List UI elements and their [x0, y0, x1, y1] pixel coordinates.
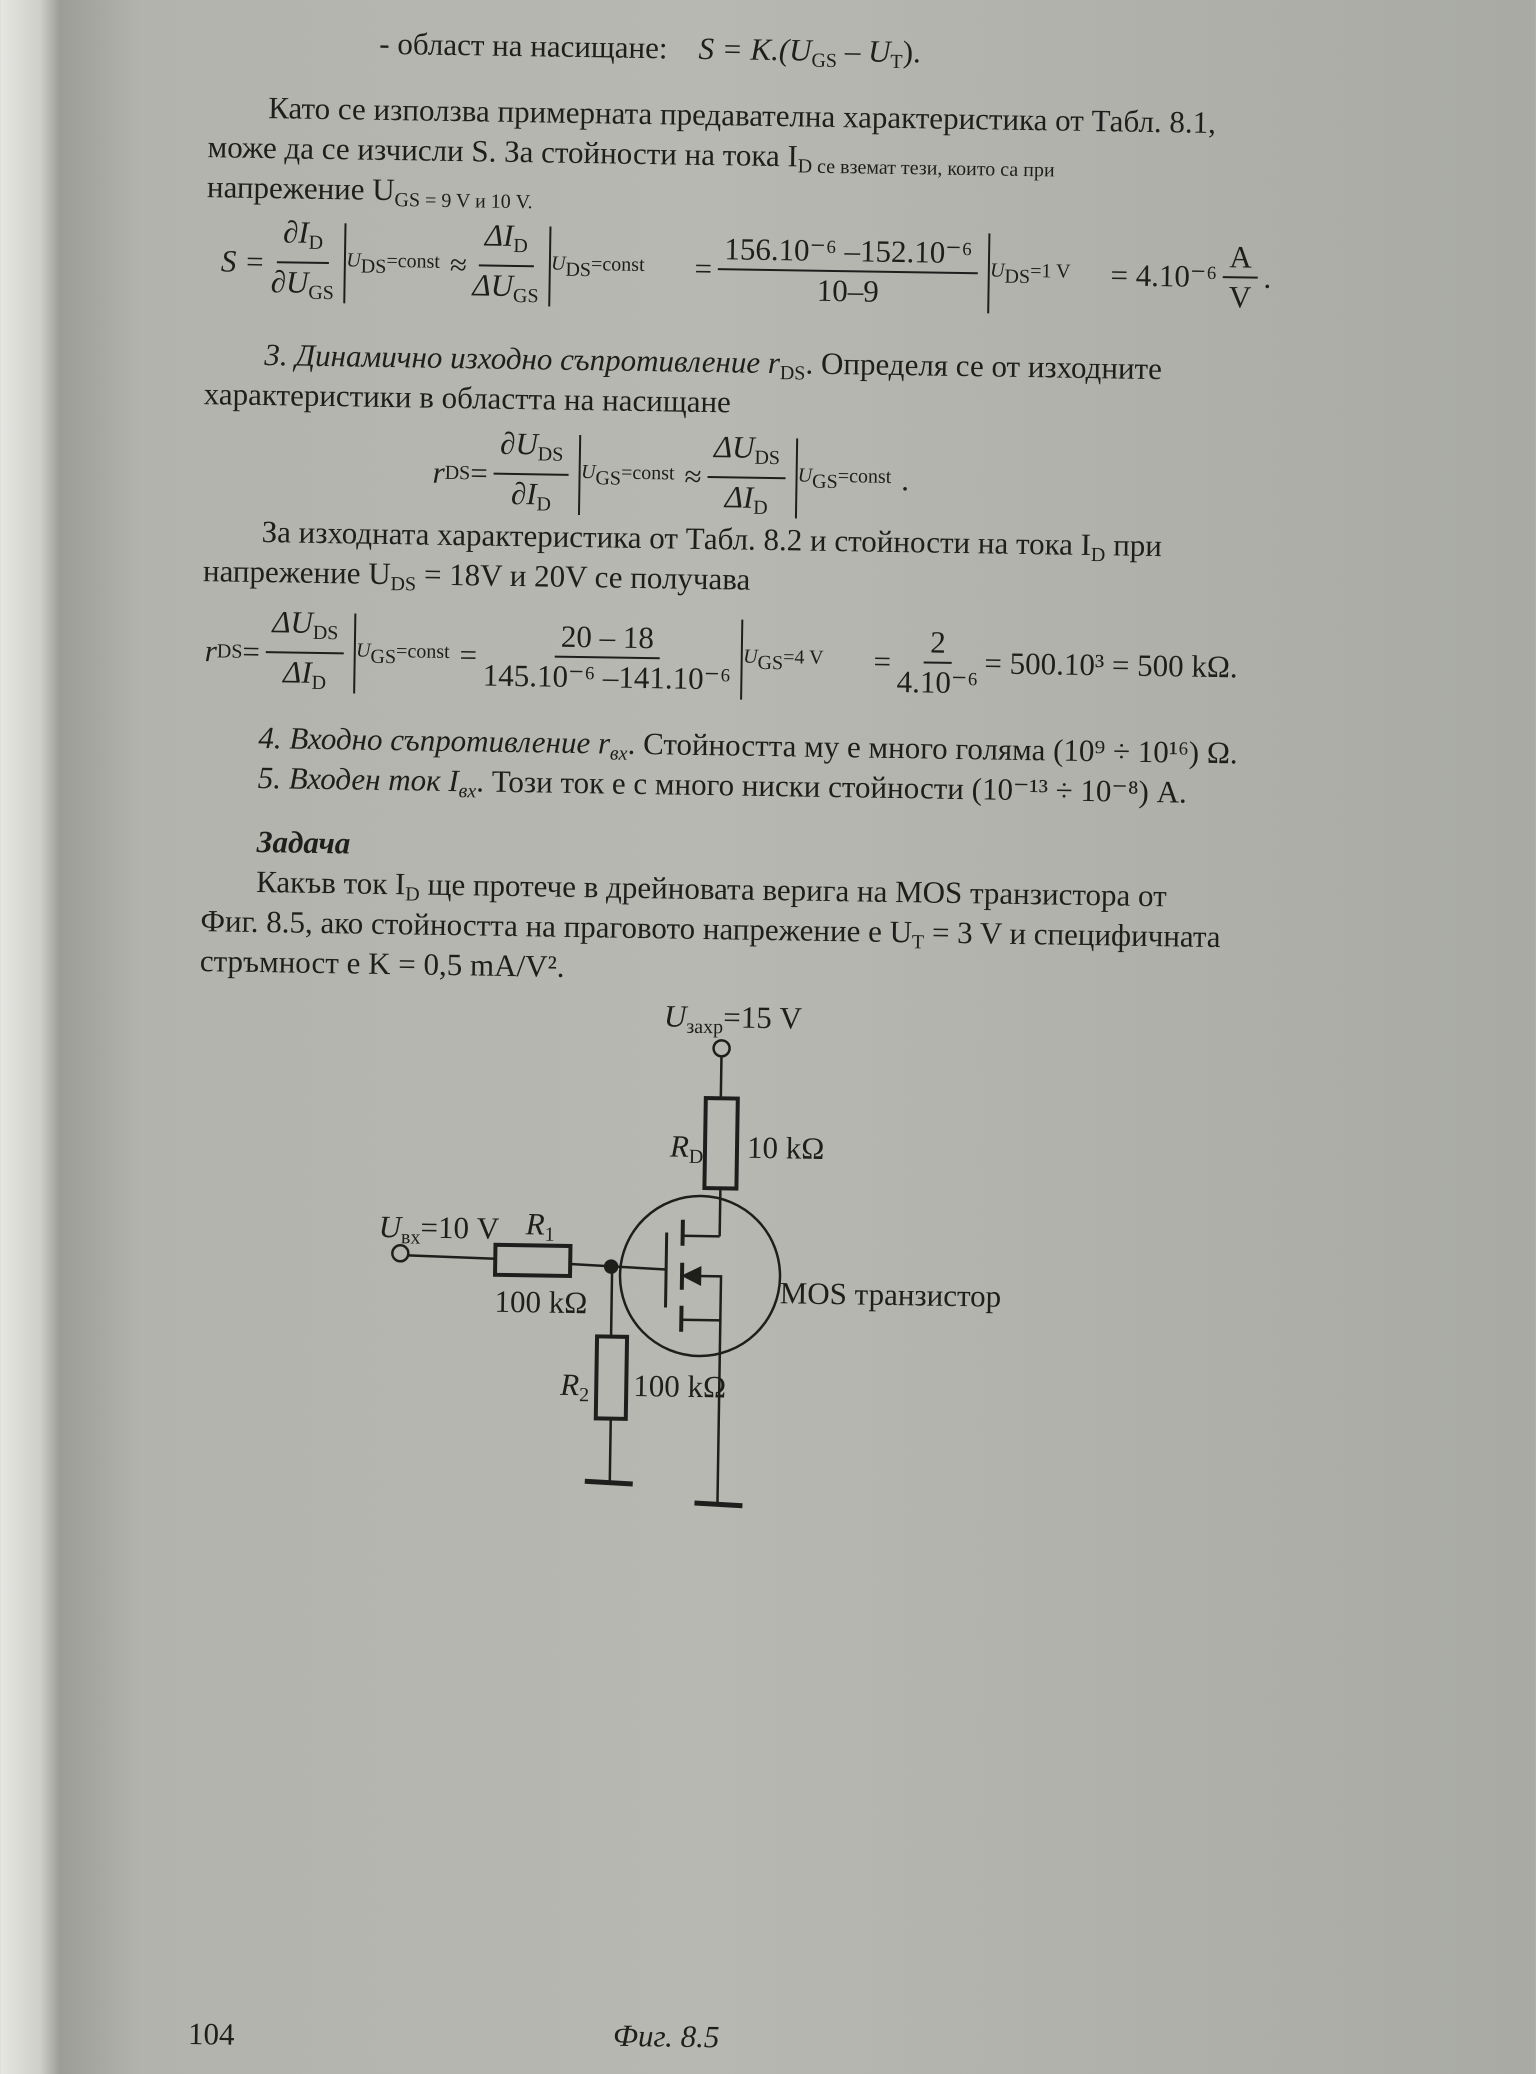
wire — [610, 1419, 611, 1482]
t: D — [689, 1146, 704, 1168]
wire — [611, 1269, 612, 1337]
ground-symbol — [694, 1503, 742, 1506]
transistor-label: MOS транзистор — [779, 1274, 1001, 1315]
source-wire — [681, 1276, 721, 1321]
drain-wire — [683, 1236, 720, 1237]
ground-symbol — [585, 1481, 633, 1484]
t: R — [670, 1129, 689, 1164]
input-label: Uвх=10 V — [378, 1208, 499, 1258]
supply-label: Uзахр=15 V — [664, 997, 803, 1047]
t: 1 — [544, 1224, 554, 1246]
resistor-r2 — [596, 1336, 627, 1418]
rd-value: 10 kΩ — [747, 1129, 825, 1168]
t: =15 V — [723, 999, 802, 1035]
t: захр — [686, 1016, 723, 1039]
wire — [721, 1056, 722, 1098]
wire — [720, 1188, 721, 1236]
rd-label: RD — [670, 1128, 704, 1177]
r1-label: R1 — [525, 1205, 555, 1253]
figure-caption: Фиг. 8.5 — [613, 2017, 720, 2057]
t: вх — [401, 1226, 421, 1248]
wire — [717, 1320, 720, 1503]
r2-value: 100 kΩ — [633, 1367, 726, 1406]
resistor-rd — [704, 1098, 737, 1188]
t: R — [560, 1367, 579, 1402]
r1-value: 100 kΩ — [494, 1283, 587, 1322]
t: U — [664, 998, 687, 1033]
t: U — [378, 1209, 401, 1244]
t: 2 — [579, 1384, 589, 1406]
body-arrow — [684, 1268, 700, 1284]
t: =10 V — [420, 1210, 499, 1246]
t: R — [526, 1206, 545, 1241]
r2-label: R2 — [560, 1366, 590, 1414]
